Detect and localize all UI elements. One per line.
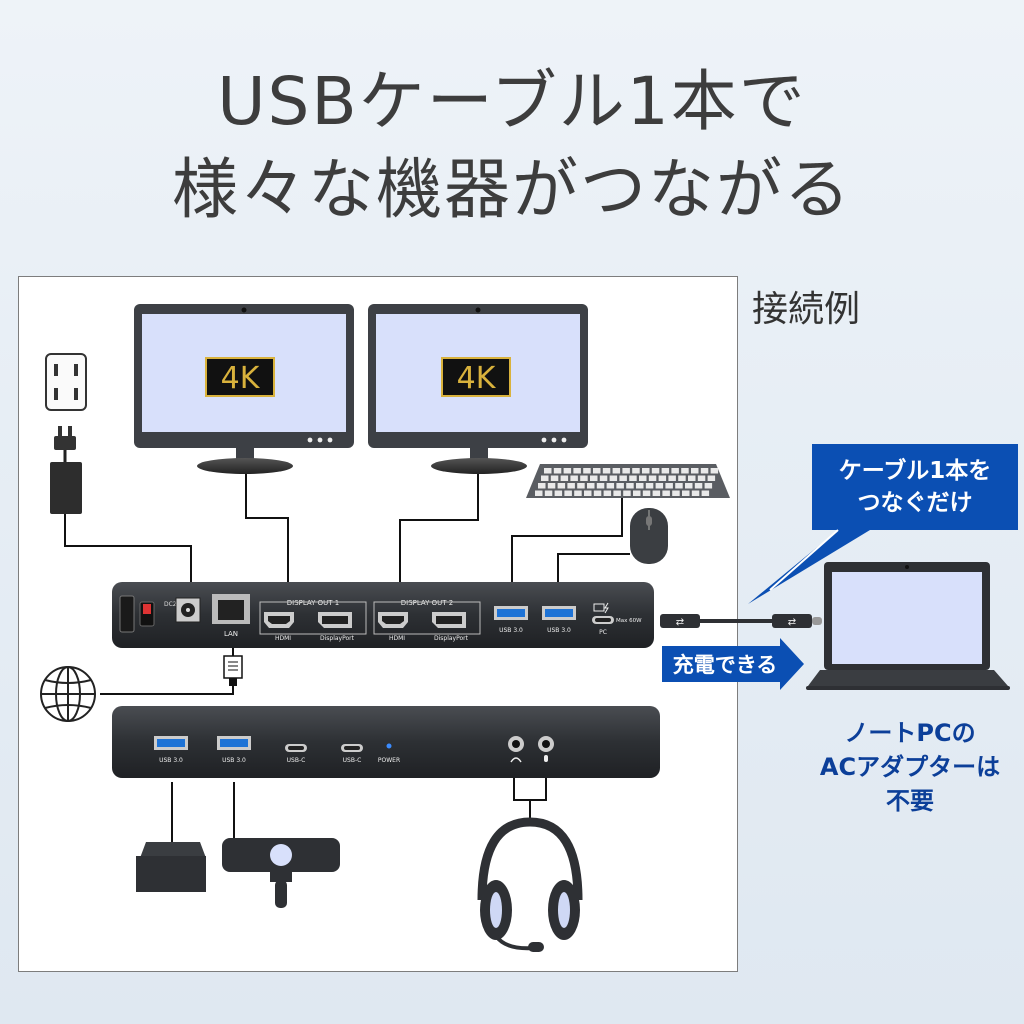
title-line-1: USBケーブル1本で — [217, 63, 807, 140]
hdmi-port-2 — [378, 612, 408, 628]
hdmi-1-label: HDMI — [275, 635, 291, 642]
connection-lines — [64, 470, 630, 842]
display-out-2-label: DISPLAY OUT 2 — [401, 599, 454, 607]
wall-outlet-icon — [45, 353, 87, 411]
usb-c-port-front-2 — [341, 744, 363, 752]
usb-front-2-label: USB 3.0 — [222, 757, 246, 764]
usb-a-port-front-2 — [217, 736, 251, 750]
no-ac-line3: 不要 — [886, 787, 934, 815]
title-line-2: 様々な機器がつながる — [172, 151, 852, 228]
keyboard-icon — [526, 464, 730, 498]
dc-label: DC20V — [164, 601, 185, 608]
usb-c-port-front-1 — [285, 744, 307, 752]
hdmi-2-label: HDMI — [389, 635, 405, 642]
dock-front: USB 3.0 USB 3.0 USB-C USB-C POWER — [112, 706, 660, 778]
usb-c-front-1-label: USB-C — [287, 757, 306, 764]
no-ac-adapter-caption: ノートPCの ACアダプターは 不要 — [810, 716, 1010, 818]
external-drive-icon — [136, 842, 206, 892]
no-ac-line1: ノートPCの — [844, 719, 976, 747]
usb-a-port-front-1 — [154, 736, 188, 750]
dc-in-port — [175, 597, 201, 623]
usb-a-port-rear-2 — [542, 606, 576, 620]
mouse-icon — [630, 508, 668, 564]
dock-rear: DC20V LAN DISPLAY OUT 1 HDMI DisplayPort… — [112, 582, 654, 648]
laptop-icon — [806, 562, 1010, 690]
laptop-charge-icon — [593, 602, 609, 614]
displayport-port-2 — [432, 612, 466, 628]
displayport-2-label: DisplayPort — [434, 635, 469, 642]
no-ac-line2: ACアダプターは — [819, 753, 1001, 781]
monitor-right: 4K — [368, 304, 588, 474]
usb-rear-2-label: USB 3.0 — [547, 627, 571, 634]
usb-c-pc-port — [592, 616, 614, 624]
usb-c-cable: ⇄ ⇄ — [660, 614, 822, 628]
callout-one-cable: ケーブル1本を つなぐだけ — [748, 444, 1018, 604]
usb-a-port-rear-1 — [494, 606, 528, 620]
usb-rear-1-label: USB 3.0 — [499, 627, 523, 634]
globe-icon — [40, 666, 96, 722]
max-power-label: Max 60W — [616, 618, 642, 624]
microphone-small-icon — [544, 755, 548, 762]
display-out-1-label: DISPLAY OUT 1 — [287, 599, 340, 607]
svg-text:⇄: ⇄ — [788, 617, 796, 628]
headset-icon — [477, 817, 583, 952]
pc-label: PC — [599, 629, 607, 636]
displayport-port-1 — [318, 612, 352, 628]
headphone-jack — [508, 736, 524, 752]
lan-label: LAN — [224, 630, 238, 638]
lan-plug-icon — [223, 648, 243, 686]
power-switch-icon — [119, 595, 155, 633]
power-label: POWER — [378, 757, 400, 764]
microphone-jack — [538, 736, 554, 752]
hdmi-port-1 — [264, 612, 294, 628]
headphone-small-icon — [510, 757, 522, 763]
monitor-right-4k-badge: 4K — [457, 361, 497, 396]
callout-one-cable-line1: ケーブル1本を — [839, 457, 992, 484]
usb-front-1-label: USB 3.0 — [159, 757, 183, 764]
example-label: 接続例 — [752, 289, 861, 330]
ac-adapter-icon — [50, 426, 82, 514]
webcam-icon — [222, 838, 340, 908]
usb-c-front-2-label: USB-C — [343, 757, 362, 764]
monitor-left: 4K — [134, 304, 354, 474]
callout-one-cable-line2: つなぐだけ — [858, 490, 973, 516]
charge-arrow: 充電できる — [662, 638, 804, 690]
displayport-1-label: DisplayPort — [320, 635, 355, 642]
power-led-icon — [386, 743, 392, 749]
monitor-left-4k-badge: 4K — [221, 361, 261, 396]
lan-port — [212, 594, 250, 624]
charge-label: 充電できる — [673, 653, 778, 677]
svg-text:⇄: ⇄ — [676, 617, 684, 628]
